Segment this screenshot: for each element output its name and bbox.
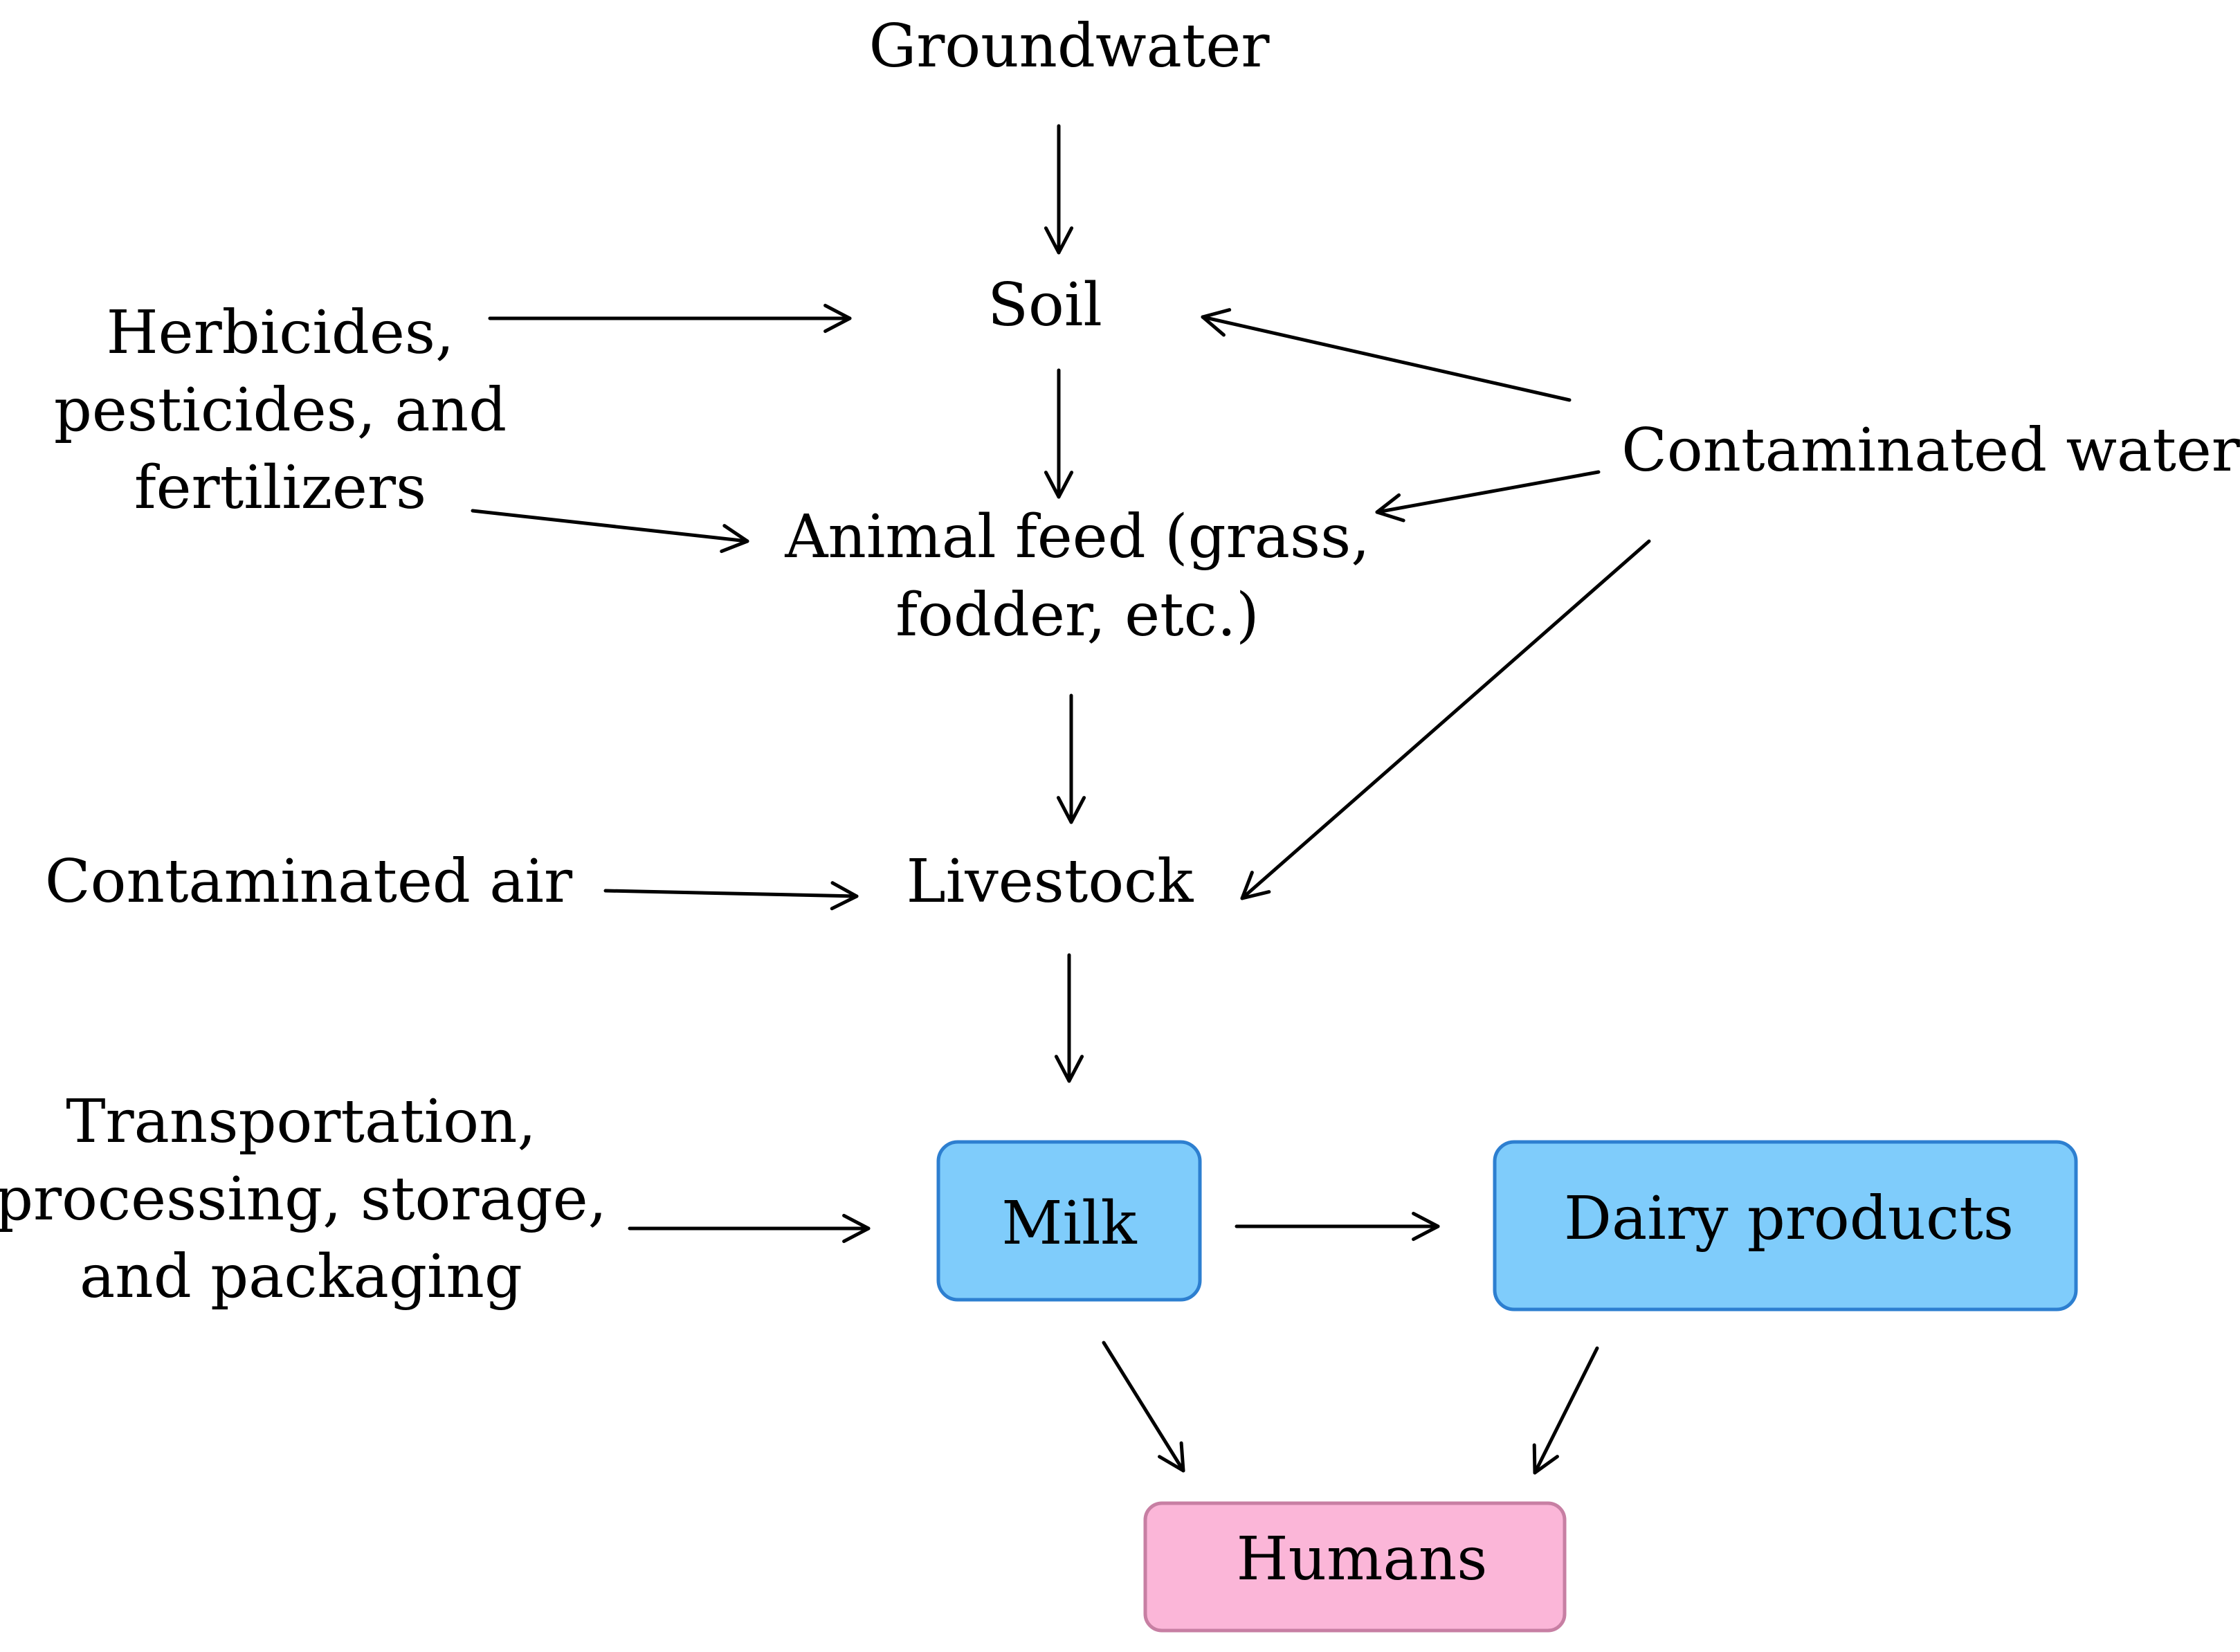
arrow-dairy-products-to-humans	[1532, 1346, 1599, 1475]
arrow-contaminated-air-to-livestock-head	[830, 881, 859, 911]
herbicides-label-line-2: pesticides, and	[54, 376, 507, 445]
contaminated-water-label: Contaminated water	[1621, 416, 2240, 485]
arrow-herbicides-to-soil	[488, 303, 852, 334]
arrow-transportation-to-milk-head	[842, 1213, 871, 1244]
arrow-animal-feed-to-livestock-head	[1056, 796, 1086, 824]
arrow-milk-to-humans-head	[1158, 1441, 1185, 1473]
herbicides-label-line-1: Herbicides,	[107, 298, 455, 367]
transportation-label-line-3: and packaging	[80, 1242, 522, 1311]
humans-box	[1143, 1501, 1567, 1633]
arrow-herbicides-to-soil-head	[823, 303, 852, 334]
arrow-dairy-products-to-humans-head	[1532, 1443, 1559, 1475]
arrow-milk-to-humans	[1102, 1341, 1185, 1473]
arrow-contaminated-water-to-feed-head	[1375, 493, 1405, 523]
dairy-products-label: Dairy products	[1564, 1184, 2014, 1253]
arrow-contaminated-water-to-soil-head	[1201, 308, 1232, 337]
arrow-transportation-to-milk	[628, 1213, 871, 1244]
arrow-milk-to-dairy-products	[1235, 1211, 1440, 1242]
arrow-groundwater-to-soil-head	[1044, 226, 1074, 255]
arrow-contaminated-water-to-soil-shaft	[1201, 315, 1572, 402]
arrow-animal-feed-to-livestock	[1056, 693, 1086, 824]
arrow-contaminated-water-to-livestock-head	[1240, 871, 1271, 900]
arrow-livestock-to-milk-head	[1054, 1055, 1084, 1083]
arrow-herbicides-to-animal-feed-head	[720, 524, 749, 554]
soil-label: Soil	[987, 271, 1102, 340]
arrow-dairy-products-to-humans-shaft	[1533, 1346, 1599, 1475]
arrow-herbicides-to-animal-feed-shaft	[471, 509, 749, 543]
humans-label: Humans	[1237, 1525, 1488, 1594]
livestock-label: Livestock	[907, 847, 1194, 916]
arrow-contaminated-air-to-livestock	[603, 881, 859, 911]
arrow-milk-to-dairy-products-head	[1412, 1211, 1440, 1242]
arrow-milk-to-humans-shaft	[1102, 1341, 1185, 1473]
arrow-contaminated-water-to-livestock	[1240, 539, 1651, 900]
animal-feed-label-line-1: Animal feed (grass,	[784, 502, 1369, 572]
arrow-contaminated-water-to-soil	[1201, 308, 1572, 402]
arrow-contaminated-air-to-livestock-shaft	[603, 889, 859, 898]
arrow-contaminated-water-to-livestock-shaft	[1240, 539, 1651, 900]
arrow-groundwater-to-soil	[1044, 124, 1074, 255]
arrows-group	[471, 124, 1651, 1475]
animal-feed-label-line-2: fodder, etc.)	[895, 581, 1259, 650]
transportation-label-line-1: Transportation,	[66, 1087, 536, 1156]
contaminated-air-label: Contaminated air	[45, 847, 573, 916]
milk-box	[936, 1140, 1202, 1302]
arrow-contaminated-water-to-feed-shaft	[1375, 470, 1601, 514]
herbicides-label-line-3: fertilizers	[134, 453, 426, 523]
arrow-soil-to-animal-feed-head	[1044, 471, 1074, 499]
groundwater-label: Groundwater	[869, 12, 1271, 81]
arrow-herbicides-to-animal-feed	[471, 509, 749, 554]
arrow-contaminated-water-to-feed	[1375, 470, 1601, 523]
arrow-livestock-to-milk	[1054, 953, 1084, 1083]
milk-label: Milk	[1001, 1189, 1137, 1258]
transportation-label-line-2: processing, storage,	[0, 1165, 607, 1234]
arrow-soil-to-animal-feed	[1044, 368, 1074, 499]
dairy-products-box	[1493, 1140, 2078, 1311]
